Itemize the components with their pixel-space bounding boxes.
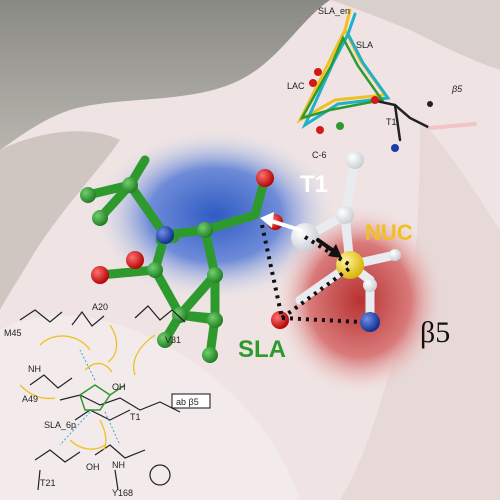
scheme-chain-label: ab β5 [176, 397, 199, 407]
scheme-oh-2: OH [86, 462, 100, 472]
scheme-t1: T1 [130, 412, 141, 422]
scheme-y168: Y168 [112, 488, 133, 498]
scheme-arcs [19, 324, 156, 451]
scheme-nh-1: NH [28, 364, 41, 374]
scheme-a20: A20 [92, 302, 108, 312]
inset-lac-label: LAC [287, 81, 305, 91]
sla-label: SLA [238, 336, 286, 363]
hbond-lines [260, 224, 363, 324]
scheme-v31: V31 [165, 335, 181, 345]
scheme-green-bonds [79, 384, 126, 411]
scheme-sla-6p: SLA_6p [44, 420, 76, 430]
nuc-label: NUC [365, 220, 413, 245]
inset-t1-label: T1 [386, 117, 397, 127]
inset-sla-label-b: SLA [356, 40, 373, 50]
scheme-hbonds [59, 349, 121, 446]
attack-arrows [260, 212, 342, 258]
c6-label: C-6 [312, 150, 327, 160]
t1-label: T1 [300, 171, 328, 198]
scheme-a49: A49 [22, 394, 38, 404]
scheme-t21: T21 [40, 478, 56, 488]
scheme-nh-2: NH [112, 460, 125, 470]
t1-nucleophile [291, 151, 401, 332]
scheme-chain-box: ab β5 [171, 393, 211, 409]
scheme-m45: M45 [4, 328, 22, 338]
beta5-label: β5 [420, 316, 450, 349]
inset-sla-label-a: SLA_en [318, 6, 350, 16]
ligand-overlay-inset [296, 8, 477, 152]
scheme-oh-1: OH [112, 382, 126, 392]
inset-beta-label: β5 [451, 84, 463, 94]
